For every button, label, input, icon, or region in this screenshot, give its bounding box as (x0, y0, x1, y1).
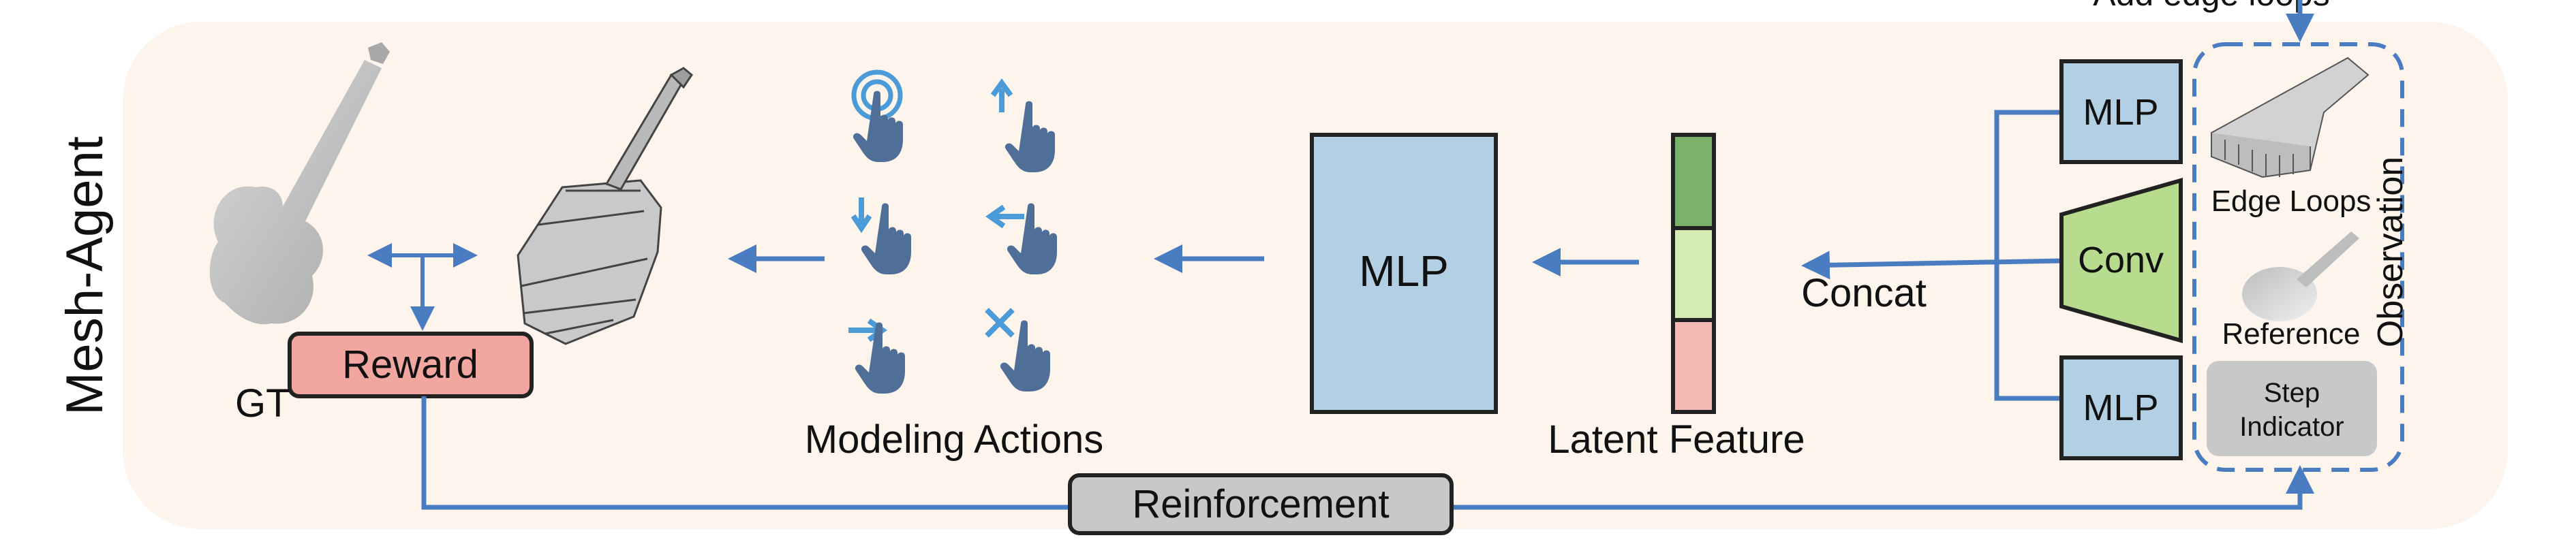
panel-title: Mesh-Agent (56, 136, 114, 415)
gt-label: GT (235, 381, 290, 426)
conv-label: Conv (2078, 240, 2164, 281)
modeling-actions-label: Modeling Actions (805, 417, 1103, 462)
gt-guitar-mesh (209, 42, 390, 325)
gt-compare-arrows (367, 243, 478, 331)
step-indicator-line1: Step (2264, 378, 2320, 408)
mlp-bottom-box (2059, 355, 2183, 460)
reinforcement-box (1068, 473, 1454, 535)
hand-pointer-down-arrow-icon (850, 197, 911, 274)
step-indicator-line2: Indicator (2239, 412, 2344, 442)
hand-pointer-ripple-icon (851, 69, 903, 162)
mlp-main-label: MLP (1359, 246, 1449, 296)
step-indicator-box (2207, 361, 2377, 456)
latent-feature-label: Latent Feature (1548, 417, 1805, 462)
observation-title: Observation (2371, 157, 2410, 347)
concat-bracket (1994, 110, 2061, 401)
hand-pointer-up-arrow-icon (990, 78, 1055, 172)
reinforcement-label: Reinforcement (1132, 482, 1389, 526)
latent-feature-bar (1671, 133, 1716, 414)
reference-render (2242, 232, 2359, 321)
concat-label: Concat (1801, 271, 1927, 315)
hand-pointer-left-arrow-icon (985, 203, 1057, 274)
arrow-concat-to-latent (1801, 251, 2062, 280)
reward-label: Reward (342, 342, 478, 387)
hand-pointer-right-arrow-icon (848, 318, 905, 394)
mlp-bottom-label: MLP (2083, 387, 2158, 428)
edge-loops-label: Edge Loops (2211, 185, 2372, 218)
reference-label: Reference (2222, 317, 2360, 351)
generated-mesh (517, 67, 693, 345)
reward-box (288, 332, 534, 398)
mlp-top-box (2059, 59, 2183, 164)
edge-loops-mesh (2211, 57, 2370, 178)
conv-block (2059, 178, 2183, 343)
mlp-main-box (1310, 133, 1498, 414)
observation-box (2192, 42, 2404, 472)
modeling-actions-grid (848, 69, 1057, 394)
top-label: Add edge loops (2093, 0, 2330, 13)
hand-pointer-cross-icon (985, 308, 1050, 392)
mlp-top-label: MLP (2083, 92, 2158, 133)
